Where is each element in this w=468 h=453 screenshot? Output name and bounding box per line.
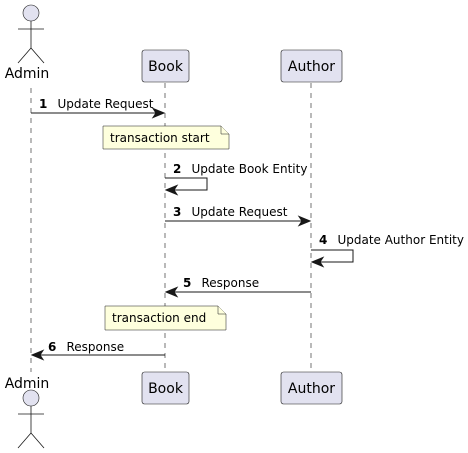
message-1-label: 1 Update Request: [39, 93, 154, 112]
message-3-number: 3: [173, 205, 181, 219]
note-transaction-start: transaction start: [102, 125, 230, 150]
admin-actor-bottom-head-icon: [22, 389, 40, 407]
book-participant-bottom: Book: [141, 371, 190, 405]
book-participant-top: Book: [141, 49, 190, 83]
admin-actor-bottom-leg-right: [30, 432, 45, 449]
message-4-number: 4: [319, 233, 327, 247]
message-6-arrowhead-icon: [30, 349, 45, 361]
message-5-number: 5: [183, 276, 191, 290]
author-label-top: Author: [288, 59, 335, 75]
message-2-text: Update Book Entity: [191, 162, 307, 176]
message-2-arrowhead-icon: [164, 184, 179, 196]
book-label-bottom: Book: [148, 381, 184, 397]
message-6-text: Response: [66, 340, 124, 354]
book-label-top: Book: [148, 59, 184, 75]
note-transaction-start-text: transaction start: [110, 131, 210, 145]
author-box-bottom: [280, 371, 343, 405]
message-1-number: 1: [39, 97, 47, 111]
message-1-arrowhead-icon: [151, 107, 166, 119]
message-6: 6 Response: [30, 336, 165, 361]
book-box-bottom: [141, 371, 190, 405]
message-5-label: 5 Response: [183, 272, 259, 291]
note-transaction-end: transaction end: [104, 305, 227, 331]
book-box-top: [141, 49, 190, 83]
message-4-text: Update Author Entity: [337, 233, 464, 247]
admin-actor-top: Admin: [5, 4, 50, 82]
message-2-number: 2: [173, 162, 181, 176]
note-transaction-start-fold: [220, 126, 229, 135]
message-3-label: 3 Update Request: [173, 201, 288, 220]
message-3: 3 Update Request: [165, 201, 312, 227]
admin-actor-bottom-leg-left: [17, 432, 32, 449]
message-6-label: 6 Response: [48, 336, 124, 355]
message-4-line: [311, 249, 354, 263]
author-participant-top: Author: [280, 49, 343, 83]
author-box-top: [280, 49, 343, 83]
message-3-arrowhead-icon: [297, 215, 312, 227]
note-transaction-end-text: transaction end: [112, 311, 206, 325]
message-2: 2 Update Book Entity: [164, 158, 307, 196]
admin-actor-bottom: Admin: [5, 376, 50, 449]
message-2-line: [165, 177, 208, 191]
admin-label-bottom: Admin: [5, 376, 50, 392]
message-2-label: 2 Update Book Entity: [173, 158, 307, 177]
admin-actor-leg-right: [30, 47, 45, 64]
admin-label-top: Admin: [5, 66, 50, 82]
note-transaction-start-box: [102, 125, 230, 150]
message-3-text: Update Request: [191, 205, 287, 219]
note-transaction-end-fold: [217, 306, 226, 315]
message-5-arrowhead-icon: [164, 286, 179, 298]
message-6-number: 6: [48, 340, 56, 354]
message-1-text: Update Request: [57, 97, 153, 111]
admin-actor-head-icon: [22, 4, 40, 22]
message-4: 4 Update Author Entity: [310, 229, 464, 268]
author-participant-bottom: Author: [280, 371, 343, 405]
message-5: 5 Response: [164, 272, 311, 298]
admin-actor-leg-left: [17, 47, 32, 64]
message-4-label: 4 Update Author Entity: [319, 229, 464, 248]
message-1: 1 Update Request: [31, 93, 166, 119]
author-label-bottom: Author: [288, 381, 335, 397]
note-transaction-end-box: [104, 305, 227, 331]
message-5-text: Response: [201, 276, 259, 290]
message-4-arrowhead-icon: [310, 256, 325, 268]
